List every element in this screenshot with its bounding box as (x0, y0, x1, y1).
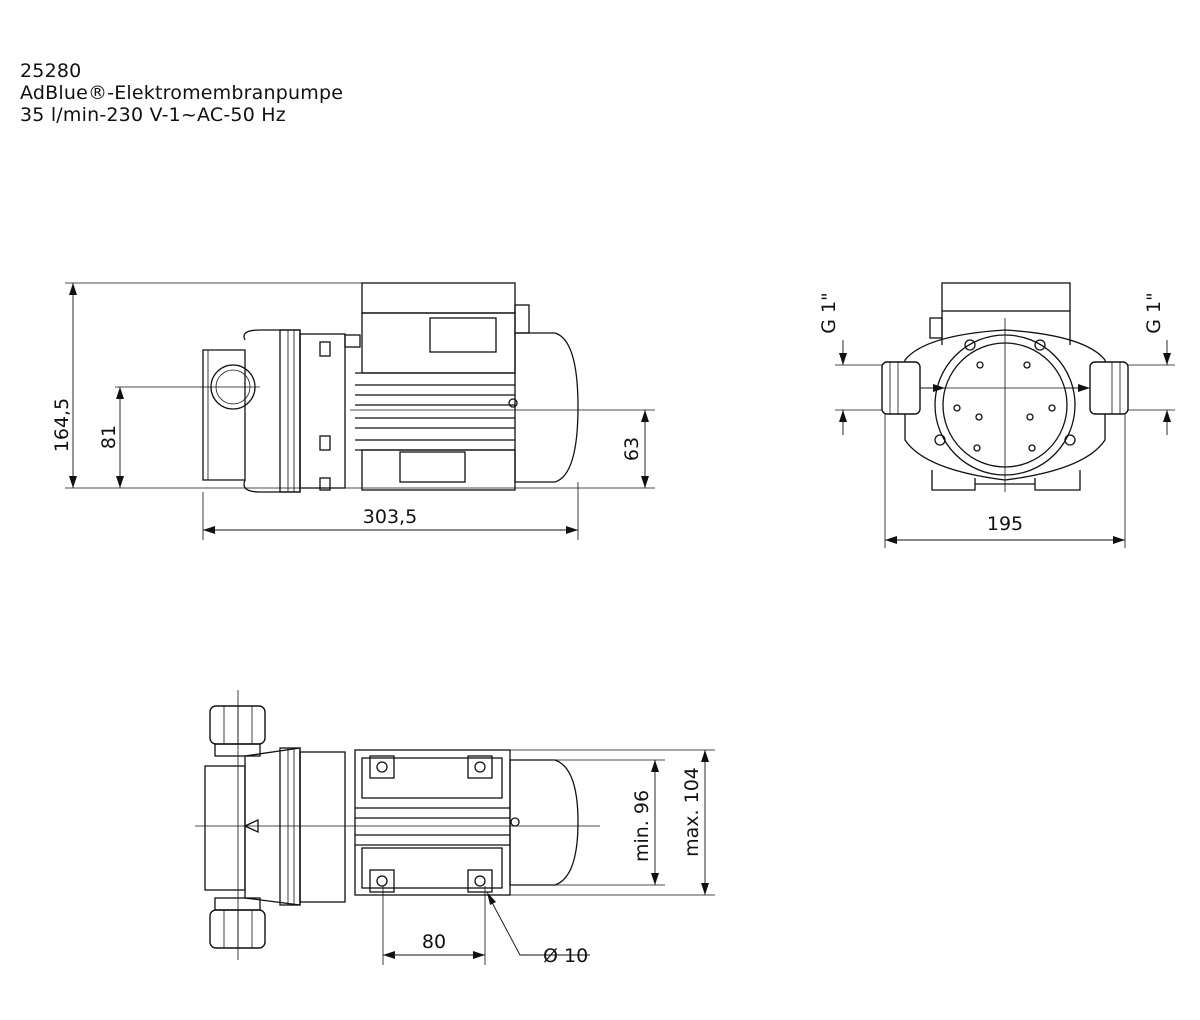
dim-max-width: max. 104 (681, 767, 703, 857)
dim-hole-diameter: Ø 10 (543, 945, 588, 967)
front-view: G 1" G 1" 195 (818, 282, 1175, 548)
product-name: AdBlue®-Elektromembranpumpe (20, 82, 344, 104)
port-right-thread: G 1" (1143, 292, 1165, 334)
dim-inlet-height: 81 (98, 425, 120, 449)
dim-hole-spacing: 80 (422, 931, 446, 953)
article-number: 25280 (20, 60, 82, 82)
side-view: 164,5 81 63 303,5 (51, 282, 655, 540)
dim-total-height: 164,5 (51, 398, 73, 452)
port-left-thread: G 1" (818, 292, 840, 334)
product-specs: 35 l/min-230 V-1~AC-50 Hz (20, 104, 286, 126)
top-view: min. 96 max. 104 80 Ø 10 (195, 690, 715, 967)
dim-min-width: min. 96 (631, 790, 653, 862)
dim-total-length: 303,5 (363, 506, 417, 528)
dim-axis-height: 63 (621, 437, 643, 461)
dim-width: 195 (987, 513, 1023, 535)
drawing-title-block: 25280 AdBlue®-Elektromembranpumpe 35 l/m… (20, 60, 343, 126)
